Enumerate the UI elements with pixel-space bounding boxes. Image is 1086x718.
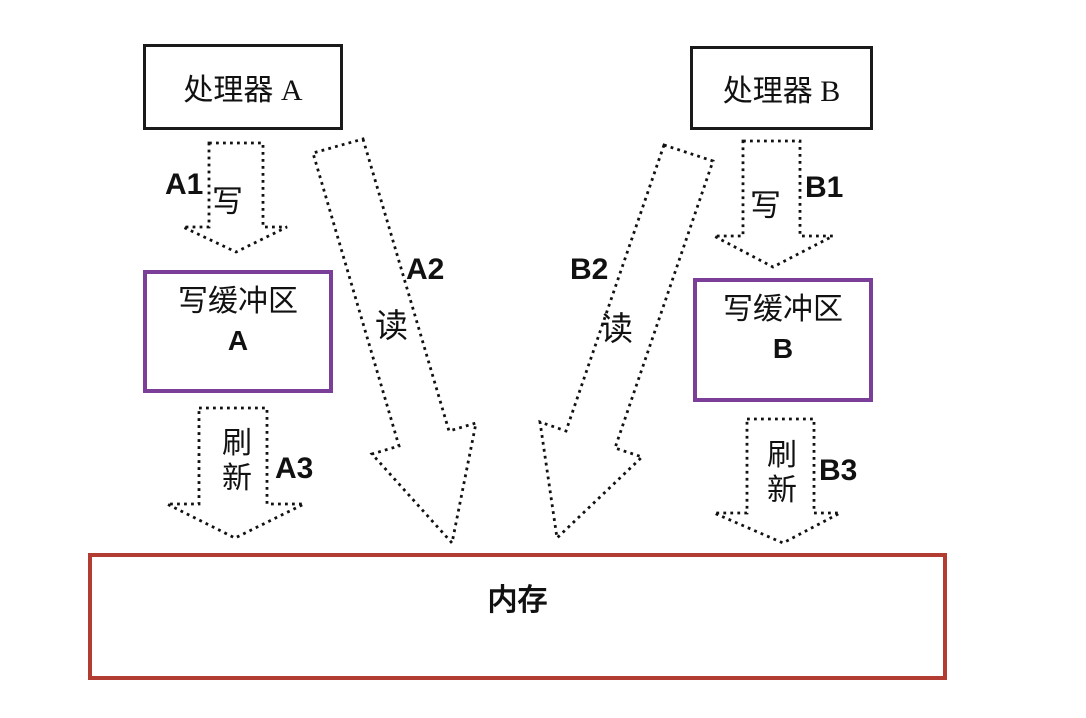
label-a2: A2 [406, 253, 445, 286]
action-read-a: 读 [375, 309, 408, 345]
arrow-b1-write-icon [713, 139, 834, 269]
label-b2: B2 [570, 253, 609, 286]
processor-b-box: 处理器 B [690, 46, 873, 130]
arrow-a1-write-icon [182, 141, 288, 254]
action-write-b: 写 [750, 188, 781, 223]
arrow-b3-flush-icon [713, 417, 841, 545]
memory-box: 内存 [88, 553, 947, 680]
label-a3: A3 [275, 452, 314, 485]
label-a1: A1 [165, 168, 204, 201]
processor-a-box: 处理器 A [143, 44, 343, 130]
processor-a-label: 处理器 A [183, 74, 303, 107]
write-buffer-a-letter: A [227, 325, 249, 356]
write-buffer-a-label: 写缓冲区 [178, 285, 298, 318]
action-read-b: 读 [600, 312, 633, 348]
label-b1: B1 [805, 171, 844, 204]
action-write-a: 写 [212, 184, 243, 219]
write-buffer-b-label: 写缓冲区 [723, 293, 843, 326]
write-buffer-b-letter: B [772, 333, 794, 364]
label-b3: B3 [819, 454, 858, 487]
write-buffer-a-box: 写缓冲区 A [143, 270, 333, 393]
arrow-a3-flush-icon [166, 406, 305, 540]
memory-label: 内存 [487, 584, 548, 617]
arrow-a2-read-icon [311, 137, 478, 547]
action-flush-b: 刷新 [767, 439, 797, 507]
processor-b-label: 处理器 B [722, 75, 841, 108]
action-flush-a: 刷新 [222, 427, 252, 495]
arrow-b2-read-icon [538, 143, 715, 541]
write-buffer-b-box: 写缓冲区 B [693, 278, 873, 402]
